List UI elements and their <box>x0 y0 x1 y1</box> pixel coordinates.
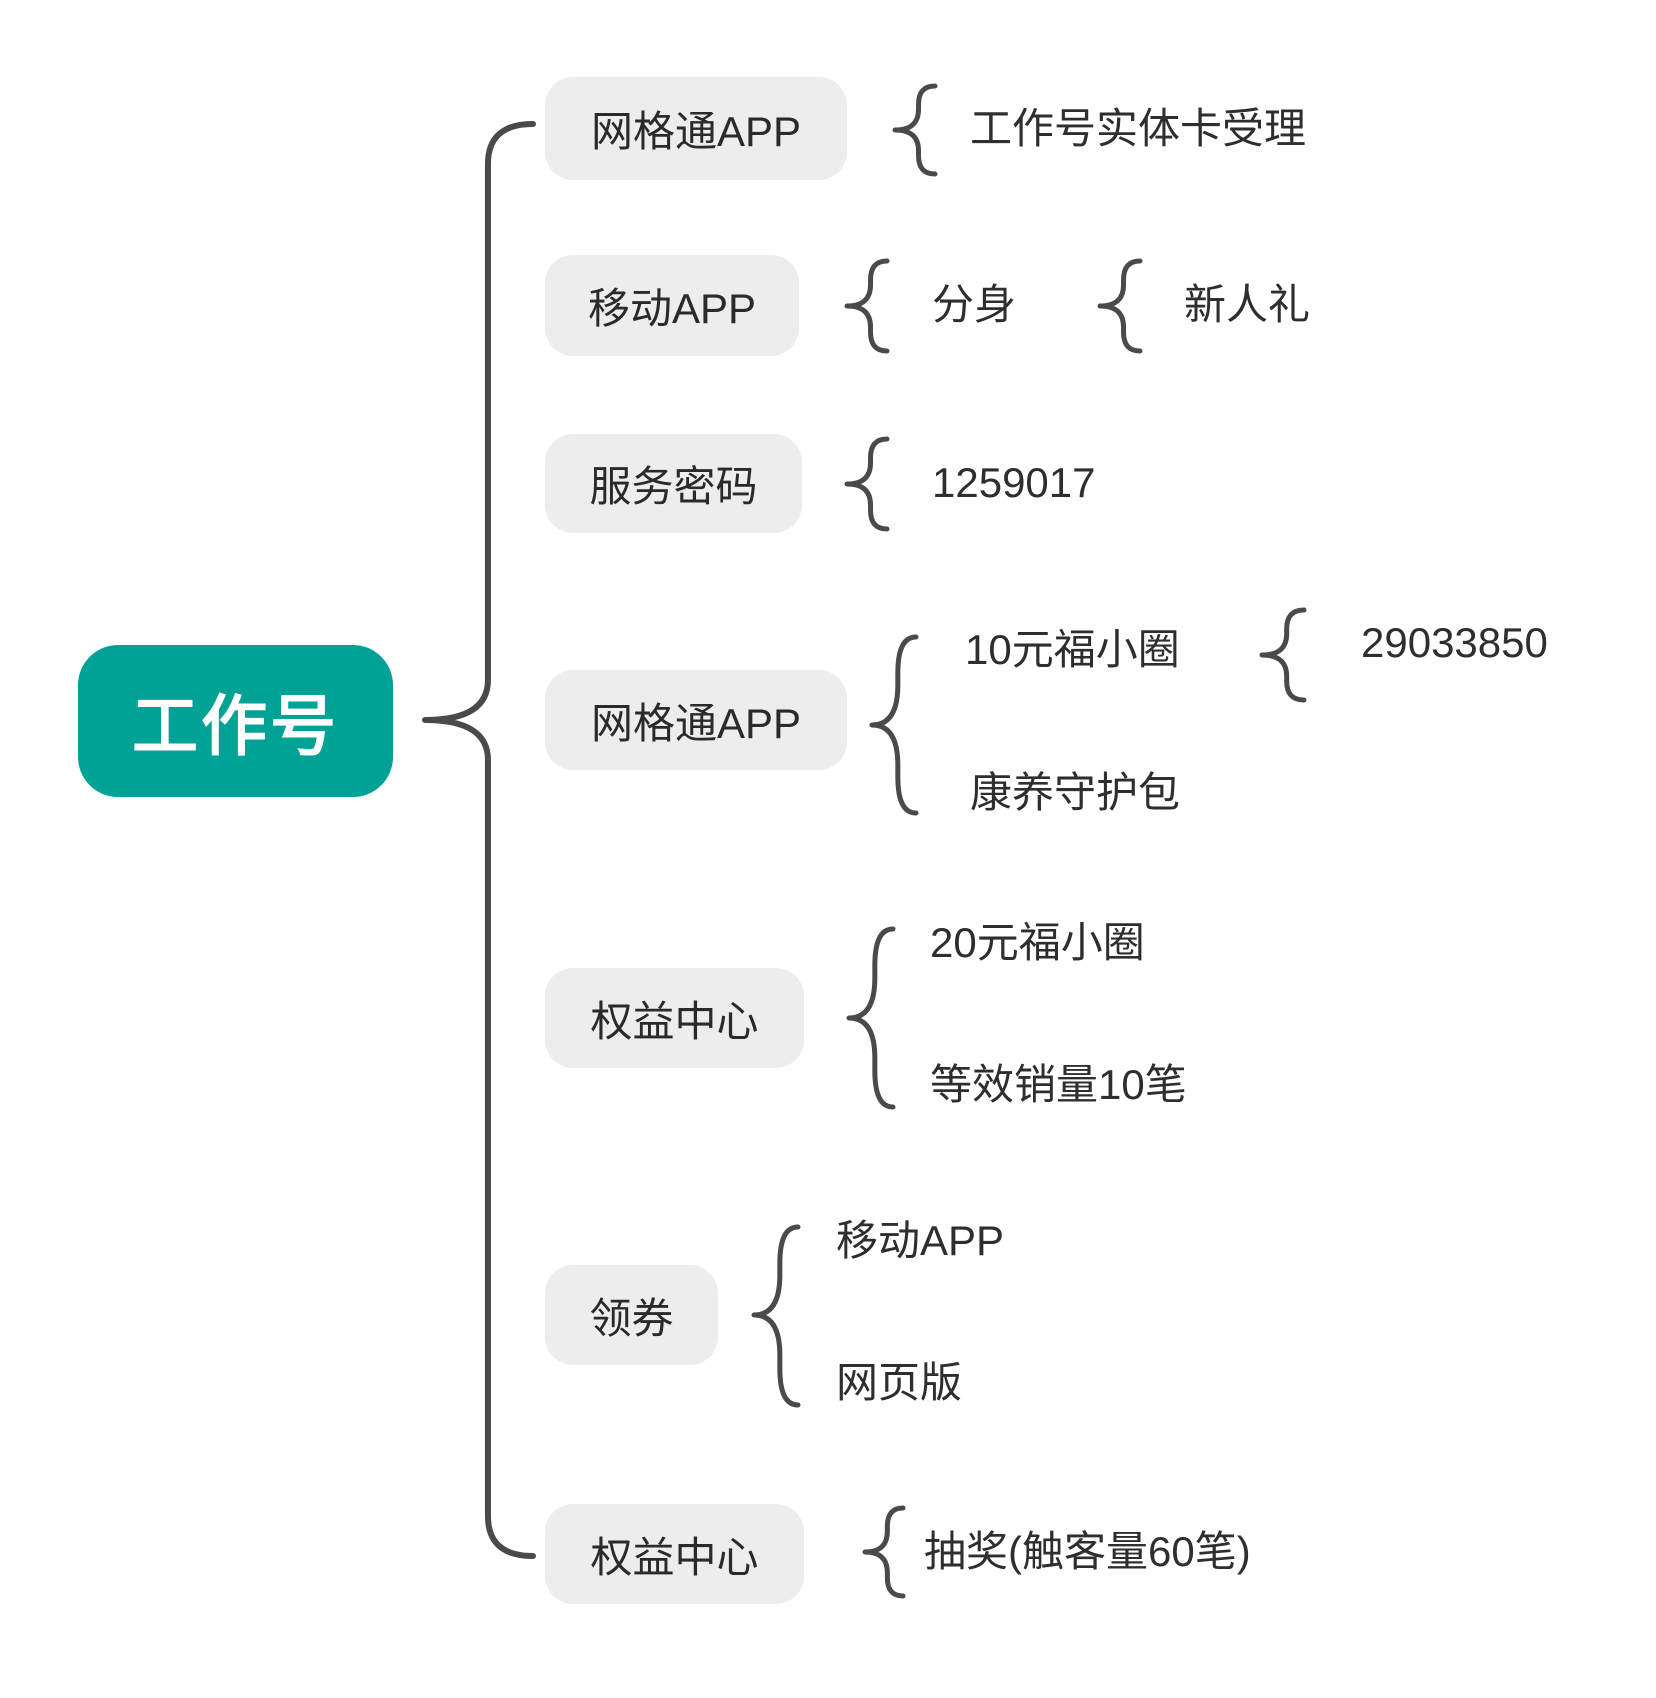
leaf-xinrenli[interactable]: 新人礼 <box>1184 281 1311 328</box>
leaf-wangyeban[interactable]: 网页版 <box>836 1359 963 1406</box>
root-node[interactable]: 工作号 <box>78 645 393 797</box>
branch-label: 网格通APP <box>590 699 802 747</box>
branch-label: 服务密码 <box>589 463 758 510</box>
brace-connector <box>892 83 938 177</box>
branch-label: 权益中心 <box>590 997 759 1045</box>
brace-connector <box>844 258 890 354</box>
brace-connector <box>862 1505 906 1599</box>
branch-label: 移动APP <box>587 285 757 332</box>
branch-node-quanyi-zhongxin-1[interactable]: 权益中心 <box>545 968 804 1068</box>
leaf-kangyang-shouhubao[interactable]: 康养守护包 <box>970 769 1181 816</box>
branch-label: 网格通APP <box>590 108 802 155</box>
branch-label: 权益中心 <box>590 1533 759 1581</box>
leaf-choujiang[interactable]: 抽奖(触客量60笔) <box>924 1528 1251 1575</box>
brace-connector <box>751 1224 801 1408</box>
brace-connector <box>1259 607 1307 703</box>
branch-node-yidong-app[interactable]: 移动APP <box>545 255 799 356</box>
brace-connector <box>422 121 536 1559</box>
leaf-yidong-app[interactable]: 移动APP <box>836 1217 1005 1264</box>
leaf-password-number[interactable]: 1259017 <box>932 459 1096 506</box>
leaf-20yuan-fuxiaoquan[interactable]: 20元福小圈 <box>930 919 1145 966</box>
branch-node-wanggetong-app-2[interactable]: 网格通APP <box>545 670 847 770</box>
brace-connector <box>846 926 896 1110</box>
leaf-10yuan-fuxiaoquan[interactable]: 10元福小圈 <box>965 626 1180 673</box>
brace-connector <box>1097 258 1143 354</box>
brace-connector <box>844 436 890 532</box>
branch-node-wanggetong-app-1[interactable]: 网格通APP <box>545 77 847 180</box>
leaf-shitika-shouli[interactable]: 工作号实体卡受理 <box>970 105 1307 152</box>
root-label: 工作号 <box>132 689 339 763</box>
branch-node-quanyi-zhongxin-2[interactable]: 权益中心 <box>545 1504 804 1604</box>
branch-node-fuwu-mima[interactable]: 服务密码 <box>545 434 802 533</box>
leaf-fenshen[interactable]: 分身 <box>932 281 1017 328</box>
branch-label: 领券 <box>589 1294 674 1342</box>
leaf-dengxiao-xiaoliang[interactable]: 等效销量10笔 <box>930 1061 1187 1108</box>
leaf-account-number[interactable]: 29033850 <box>1361 619 1548 666</box>
branch-node-lingquan[interactable]: 领券 <box>545 1265 718 1365</box>
brace-connector <box>869 634 919 816</box>
